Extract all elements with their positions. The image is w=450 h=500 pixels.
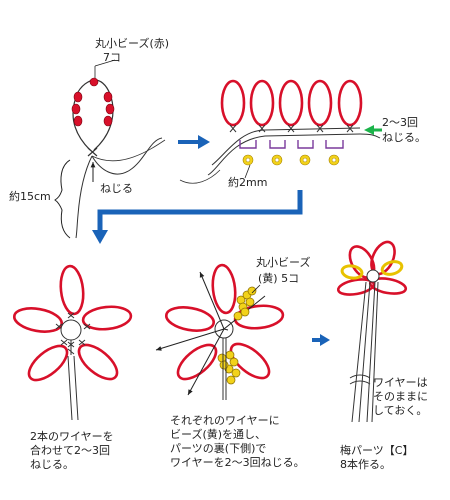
spacing-flower-icons (242, 154, 340, 166)
step4-flower (155, 263, 285, 400)
twist-mark (87, 147, 98, 157)
step5-yellow-bead-loops (340, 260, 404, 280)
step5-stem (351, 281, 379, 423)
step3-caption-line: 2本のワイヤーを (30, 430, 114, 443)
step4-petals (164, 263, 285, 381)
step1-label-beads-2: 7コ (103, 51, 121, 64)
spacing-brackets (239, 140, 344, 149)
red-petal-loops (220, 79, 363, 127)
step2-label-spacing: 約2mm (228, 175, 267, 189)
step5-label-wire-1: ワイヤーは (373, 376, 428, 389)
step5-flower (336, 240, 408, 423)
step4-caption-line: それぞれのワイヤーに (170, 414, 280, 427)
step3-caption-line: ねじる。 (30, 458, 74, 471)
twist-marks (229, 124, 354, 133)
step2-petal-chain (179, 79, 381, 184)
arrow-step4-to-step5-head (320, 334, 330, 346)
step4-label-beads-1: 丸小ビーズ (256, 255, 310, 269)
length-bracket (54, 159, 71, 239)
step4-caption: それぞれのワイヤーに ビーズ(黄)を通し、 パーツの裏(下側)で ワイヤーを2〜… (170, 414, 305, 470)
step3-caption-line: 合わせて2〜3回 (30, 444, 110, 457)
step5-label-wire-2: そのままに (373, 390, 428, 403)
step5-petals (336, 240, 408, 296)
step4-caption-line: ビーズ(黄)を通し、 (170, 428, 267, 441)
step3-flower (12, 264, 133, 421)
green-arrow-head (364, 125, 374, 135)
step3-stem-twist (67, 341, 75, 355)
step3-caption: 2本のワイヤーを 合わせて2〜3回 ねじる。 (30, 430, 114, 472)
step4-label-beads-2: (黄) 5コ (258, 271, 299, 285)
step3-twist-marks (55, 312, 91, 346)
step5-wire-twist (349, 374, 371, 385)
step3-stem (67, 355, 79, 421)
step5-caption-line: 梅パーツ【C】 (340, 444, 414, 457)
step5-center (366, 269, 380, 283)
step2-label-twist-1: 2〜3回 (382, 116, 418, 129)
step1-bead-loop (54, 59, 166, 239)
step3-center (60, 319, 82, 341)
step5-label-wire-3: しておく。 (373, 404, 427, 417)
step1-label-length: 約15cm (9, 189, 51, 203)
step4-caption-line: ワイヤーを2〜3回ねじる。 (170, 456, 305, 469)
step2-label-twist-2: ねじる。 (382, 131, 426, 144)
step1-label-beads-1: 丸小ビーズ(赤) (95, 36, 169, 50)
step4-caption-line: パーツの裏(下側)で (170, 442, 267, 455)
red-beads (71, 77, 115, 127)
arrow-step2-to-step3-head (92, 230, 108, 244)
arrow-step2-to-step3 (97, 190, 303, 232)
arrow-step1-to-step2-head (198, 135, 210, 149)
step5-caption: 梅パーツ【C】 8本作る。 (340, 444, 413, 472)
step5-caption-line: 8本作る。 (340, 458, 391, 471)
step1-label-twist: ねじる (100, 182, 133, 195)
